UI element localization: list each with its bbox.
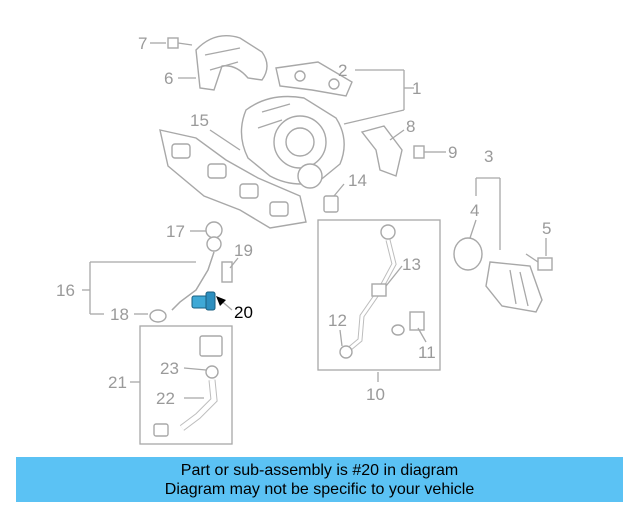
banner-line-2: Diagram may not be specific to your vehi…: [164, 481, 475, 498]
washer-18-part: [149, 309, 167, 323]
callout-20[interactable]: 20: [234, 303, 253, 322]
bolt-9-part: [413, 145, 438, 159]
banner-line-1: Part or sub-assembly is #20 in diagram: [180, 462, 459, 479]
callout-8: 8: [406, 117, 415, 136]
leader-lines: [82, 42, 547, 399]
callout-19: 19: [234, 241, 253, 260]
oil-return-line-part: [339, 224, 425, 359]
callout-18: 18: [110, 305, 129, 324]
callout-15: 15: [190, 111, 209, 130]
o-ring-4-part: [453, 237, 483, 271]
gasket-2-part: [275, 61, 353, 97]
callout-22: 22: [156, 389, 175, 408]
callout-2: 2: [338, 61, 347, 80]
callout-16: 16: [56, 281, 75, 300]
callout-11: 11: [418, 343, 436, 362]
fitting-14-part: [323, 195, 339, 213]
bracket-8-part: [360, 125, 403, 177]
arrow-20-icon: [216, 296, 226, 306]
callout-12: 12: [328, 311, 347, 330]
part-20-highlighted[interactable]: [191, 291, 216, 311]
bolt-19-part: [221, 261, 233, 283]
exhaust-manifold-part: [159, 129, 307, 229]
bolt-5-part: [525, 253, 553, 271]
heat-shield-part: [195, 35, 268, 91]
info-banner: Part or sub-assembly is #20 in diagram D…: [16, 457, 623, 502]
vent-hose-part: [153, 335, 223, 437]
callout-3: 3: [484, 147, 493, 166]
callout-9: 9: [448, 143, 457, 162]
callout-5: 5: [542, 219, 551, 238]
callout-7: 7: [138, 34, 147, 53]
oil-cooler-part: [485, 261, 543, 313]
callout-23: 23: [160, 359, 179, 378]
callout-17: 17: [166, 222, 185, 241]
callout-21: 21: [108, 373, 127, 392]
callout-13: 13: [402, 255, 421, 274]
bolt-7-part: [167, 37, 193, 49]
turbocharger-part: [240, 95, 345, 189]
callout-6: 6: [164, 69, 173, 88]
box-21: [139, 325, 233, 445]
callout-4: 4: [470, 201, 479, 220]
oil-feed-line-part: [171, 221, 223, 311]
callout-14: 14: [348, 171, 367, 190]
callout-1: 1: [412, 79, 421, 98]
box-10: [317, 219, 441, 371]
callout-10: 10: [366, 385, 385, 404]
